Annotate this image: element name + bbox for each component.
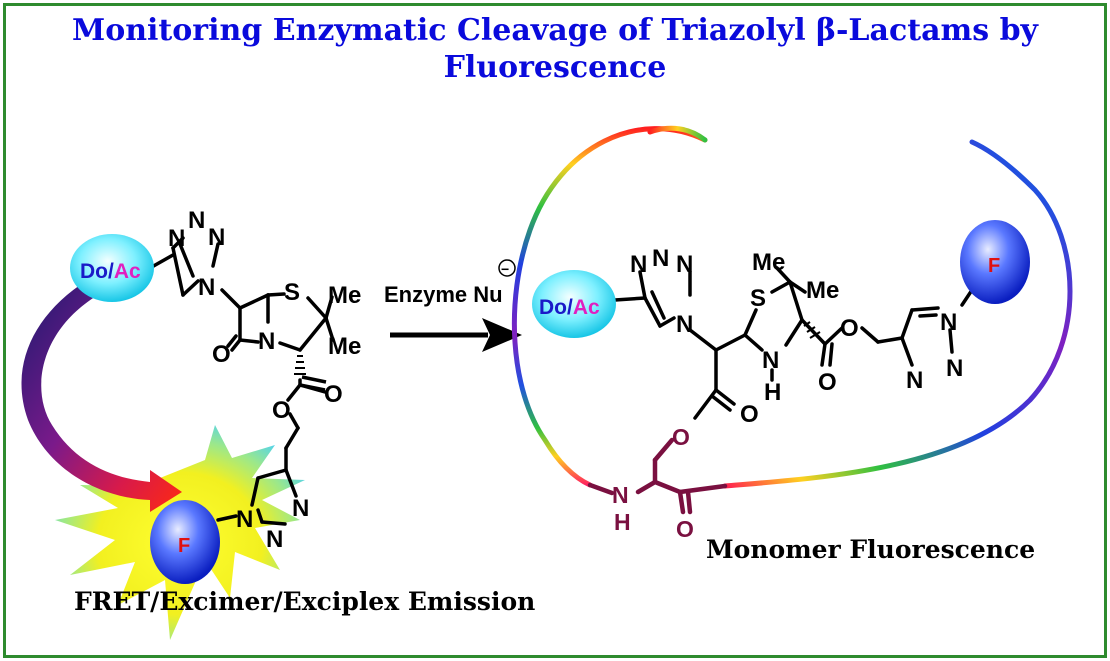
atom-o: O <box>840 315 859 342</box>
title-line-2: Fluorescence <box>443 50 667 85</box>
atom-s: S <box>284 279 300 306</box>
do-text: Do <box>80 260 108 283</box>
left-ester-carbonyl <box>299 375 327 392</box>
title-line-1: Monitoring Enzymatic Cleavage of Triazol… <box>71 13 1038 48</box>
atom-n: N <box>266 526 283 553</box>
atom-n: N <box>630 251 647 278</box>
atom-n: N <box>292 495 309 522</box>
atom-n: N <box>946 355 963 382</box>
green-border-frame <box>3 3 1107 658</box>
atom-n: N <box>762 347 779 374</box>
atom-o: O <box>672 424 690 450</box>
donor-acceptor-sphere-left <box>70 234 154 302</box>
enzyme-outline-left-arc <box>511 126 708 488</box>
ac-text: Ac <box>573 296 600 319</box>
atom-n: N <box>168 225 185 252</box>
right-molecule-bonds <box>613 266 974 420</box>
atom-s: S <box>750 285 766 312</box>
atom-o: O <box>740 401 759 428</box>
atom-n: N <box>652 245 669 272</box>
enzyme-nucleophile-label: Enzyme Nu <box>384 282 503 307</box>
atom-n: N <box>940 309 957 336</box>
left-molecule-atoms: N N N N S N O Me Me O O N N N <box>168 207 361 553</box>
slash-text: / <box>108 260 114 283</box>
atom-me: Me <box>328 282 361 309</box>
left-molecule-bonds <box>148 236 335 526</box>
page-title: Monitoring Enzymatic Cleavage of Triazol… <box>0 12 1110 86</box>
fret-curved-arrow <box>21 285 182 512</box>
left-hashed-bond <box>294 355 306 375</box>
caption-monomer-fluorescence: Monomer Fluorescence <box>706 535 1035 564</box>
atom-o: O <box>324 381 343 408</box>
fluorophore-sphere-right <box>960 220 1030 304</box>
atom-n: N <box>198 274 215 301</box>
atom-o: O <box>212 341 231 368</box>
do-ac-label-right: Do/Ac <box>539 296 600 319</box>
atom-h: H <box>764 379 781 406</box>
reaction-arrow <box>390 318 522 352</box>
fluorophore-label-left: F <box>178 535 190 557</box>
atom-n: N <box>208 224 225 251</box>
atom-n: N <box>612 482 629 508</box>
ac-text: Ac <box>114 260 141 283</box>
enzyme-outline-right-arc <box>722 139 1073 489</box>
negative-charge-icon <box>498 259 516 277</box>
atom-n: N <box>676 251 693 278</box>
enzyme-peptide-bonds <box>587 437 728 515</box>
atom-me: Me <box>328 333 361 360</box>
atom-o: O <box>272 397 291 424</box>
do-ac-label-left: Do/Ac <box>80 260 141 283</box>
atom-me: Me <box>806 277 839 304</box>
donor-acceptor-sphere-right <box>532 270 616 338</box>
atom-n: N <box>906 367 923 394</box>
charge-symbol: − <box>501 261 509 277</box>
fluorophore-sphere-left <box>150 500 220 584</box>
atom-n: N <box>676 311 693 338</box>
do-text: Do <box>539 296 567 319</box>
atom-o: O <box>676 516 694 542</box>
right-molecule-atoms: N N N N S Me Me N H O O O N N N <box>630 245 963 428</box>
atom-n: N <box>188 207 205 234</box>
atom-o: O <box>818 369 837 396</box>
atom-n: N <box>236 506 253 533</box>
caption-fret-emission: FRET/Excimer/Exciplex Emission <box>74 587 535 616</box>
atom-h: H <box>614 509 631 535</box>
enzyme-outline-top-arc <box>647 125 708 143</box>
atom-me: Me <box>752 249 785 276</box>
right-hashed-bond <box>803 321 821 339</box>
atom-n: N <box>258 328 275 355</box>
slash-text: / <box>567 296 573 319</box>
peptide-atoms: N H O O <box>612 424 694 542</box>
fluorophore-label-right: F <box>988 255 1000 277</box>
